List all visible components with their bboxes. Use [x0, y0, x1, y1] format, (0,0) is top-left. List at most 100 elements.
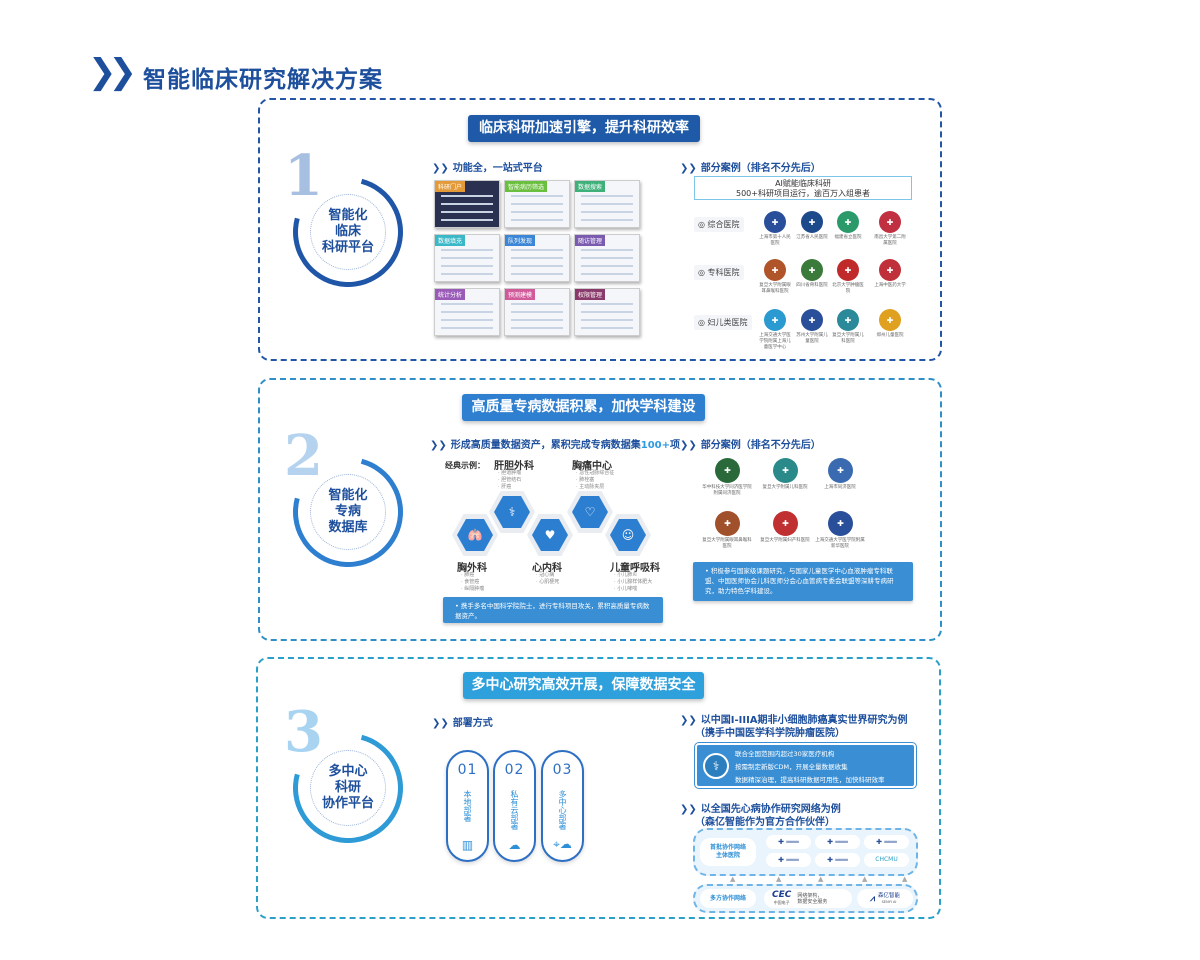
feature-tile[interactable]: 随访管理	[574, 234, 640, 282]
heartbeat-icon: ♡	[572, 496, 608, 528]
section1-circle-label: 智能化临床科研平台	[310, 194, 386, 270]
feature-tile[interactable]: 数据搜索	[574, 180, 640, 228]
hospital-name: 南昌大学第二附属医院	[874, 235, 906, 246]
hospital-logo: ✚	[801, 259, 823, 281]
network-hospital-logo: ✚ ═══	[766, 835, 811, 849]
section1-right-subtitle: ❯❯部分案例（排名不分先后）	[680, 163, 821, 174]
hospital-logo: ✚	[837, 309, 859, 331]
hospital-logo: ✚	[773, 458, 798, 483]
section2-left-note: • 携手多名中国科学院院士，进行专科项目攻关，累积高质量专病数据资产。	[443, 597, 663, 623]
hospital-name: 上海交通大学医学院附属新华医院	[815, 538, 865, 549]
up-arrow-icon: ▲	[776, 875, 782, 883]
chevron-icon: ❯❯	[680, 715, 697, 726]
hospital-logo: ✚	[801, 211, 823, 233]
section3-circle-label: 多中心科研协作平台	[310, 750, 386, 826]
dept-hex: ☺	[605, 514, 651, 556]
network-label: 首批协作网络主体医院	[700, 838, 756, 866]
feature-tile[interactable]: 队列发现	[504, 234, 570, 282]
hospital-logo: ✚	[715, 458, 740, 483]
feature-tile-label: 队列发现	[505, 235, 536, 246]
feature-tile[interactable]: 科研门户	[434, 180, 500, 228]
hospital-logo: ✚	[879, 259, 901, 281]
hospital-logo: ✚	[801, 309, 823, 331]
chevron-icon: ❯❯	[432, 163, 449, 174]
lungs-icon: 🫁	[457, 519, 493, 551]
heart-hand-icon: ♥	[532, 519, 568, 551]
up-arrow-icon: ▲	[862, 875, 868, 883]
dept-hex: ♡	[567, 491, 613, 533]
feature-tile-label: 随访管理	[575, 235, 606, 246]
case1-lines: 联合全国范围内超过30家医疗机构按需制定新版CDM，开展全量数据收集数据精深治理…	[735, 750, 885, 784]
deploy-number: 01	[457, 762, 478, 778]
section2-left-subtitle: ❯❯形成高质量数据资产，累积完成专病数据集100+项	[430, 440, 681, 451]
deploy-option[interactable]: 01 本地部署 ▥	[446, 750, 489, 862]
case2-title: ❯❯以全国先心病协作研究网络为例（森亿智能作为官方合作伙伴）	[680, 804, 841, 828]
case1-box: ⚕ 联合全国范围内超过30家医疗机构按需制定新版CDM，开展全量数据收集数据精深…	[694, 742, 917, 789]
hospital-name: 复旦大学附属儿科医院	[762, 485, 808, 490]
hospital-logo: ✚	[879, 309, 901, 331]
hospital-name: 福建省立医院	[834, 235, 862, 240]
network-hospital-logo: CHCMU	[864, 853, 909, 867]
feature-tile[interactable]: 数据填充	[434, 234, 500, 282]
category-2: ◎ 妇儿类医院	[694, 315, 752, 330]
hospital-name: 华中科技大学同济医学院附属同济医院	[702, 485, 752, 496]
hospital-name: 复旦大学附属眼耳鼻喉科医院	[702, 538, 752, 549]
double-chevron-right-icon: ❯❯	[88, 52, 137, 92]
feature-tile-label: 数据搜索	[575, 181, 606, 192]
category-0: ◎ 综合医院	[694, 217, 744, 232]
deploy-number: 03	[552, 762, 573, 778]
section1-banner: 临床科研加速引擎，提升科研效率	[468, 115, 700, 142]
building-icon: ▥	[461, 838, 474, 852]
feature-tile-label: 统计分析	[435, 289, 466, 300]
feature-tile[interactable]: 统计分析	[434, 288, 500, 336]
case1-title: ❯❯以中国I-IIIA期非小细胞肺癌真实世界研究为例（携手中国医学科学院肿瘤医院…	[680, 715, 908, 739]
hospital-logo: ✚	[879, 211, 901, 233]
up-arrow-icon: ▲	[818, 875, 824, 883]
hospital-logo: ✚	[828, 511, 853, 536]
network-hospital-logo: ✚ ═══	[864, 835, 909, 849]
hospital-name: 复旦大学附属妇产科医院	[760, 538, 810, 543]
section2-right-note: • 积极参与国家级课题研究，与国家儿童医学中心血液肿瘤专科联盟、中国医师协会儿科…	[693, 562, 913, 601]
section3-banner: 多中心研究高效开展，保障数据安全	[463, 672, 704, 699]
feature-tile[interactable]: 智能病历筛选	[504, 180, 570, 228]
up-arrow-icon: ▲	[902, 875, 908, 883]
dept-items: · 急性冠脉综合征· 肺栓塞· 主动脉夹层	[576, 470, 615, 490]
hospital-name: 苏州大学附属儿童医院	[796, 333, 828, 344]
dept-name: 儿童呼吸科	[610, 563, 660, 574]
hospital-logo: ✚	[764, 259, 786, 281]
deploy-label: 本地部署	[463, 790, 472, 822]
dept-items: · 小儿肺炎· 小儿腺样体肥大· 小儿哮喘	[614, 572, 653, 592]
dept-name: 心内科	[532, 563, 562, 574]
hospital-name: 四川省骨科医院	[796, 283, 828, 288]
hospital-logo: ✚	[773, 511, 798, 536]
multi-party-label: 多方协作网络	[700, 889, 756, 908]
hospital-name: 上海市第十人民医院	[759, 235, 791, 246]
feature-tile-label: 预测建模	[505, 289, 536, 300]
section3-number: 3	[284, 699, 323, 765]
dept-name: 肝胆外科	[494, 461, 534, 472]
cloud-icon: ☁	[508, 838, 521, 852]
hospital-name: 复旦大学附属眼耳鼻喉科医院	[759, 283, 791, 294]
child-icon: ☺	[610, 519, 646, 551]
section2-circle-label: 智能化专病数据库	[310, 474, 386, 550]
feature-tile[interactable]: 预测建模	[504, 288, 570, 336]
dept-items: · 胆道肿瘤· 胆管结石· 肝癌	[498, 470, 522, 490]
hospital-logo: ✚	[837, 259, 859, 281]
hospital-logo: ✚	[715, 511, 740, 536]
examples-label: 经典示例：	[445, 461, 485, 470]
chevron-icon: ❯❯	[432, 718, 449, 729]
section-disease-database	[258, 378, 942, 641]
hospital-name: 上海交通大学医学院附属上海儿童医学中心	[759, 333, 791, 350]
hospital-icon: ◎	[698, 220, 708, 229]
hospital-name: 复旦大学附属儿科医院	[832, 333, 864, 344]
section2-right-subtitle: ❯❯部分案例（排名不分先后）	[680, 440, 821, 451]
feature-tile-label: 数据填充	[435, 235, 466, 246]
up-arrow-icon: ▲	[730, 875, 736, 883]
hospital-name: 江苏省人民医院	[796, 235, 828, 240]
page-title: 智能临床研究解决方案	[143, 67, 383, 93]
feature-tile[interactable]: 权限管理	[574, 288, 640, 336]
